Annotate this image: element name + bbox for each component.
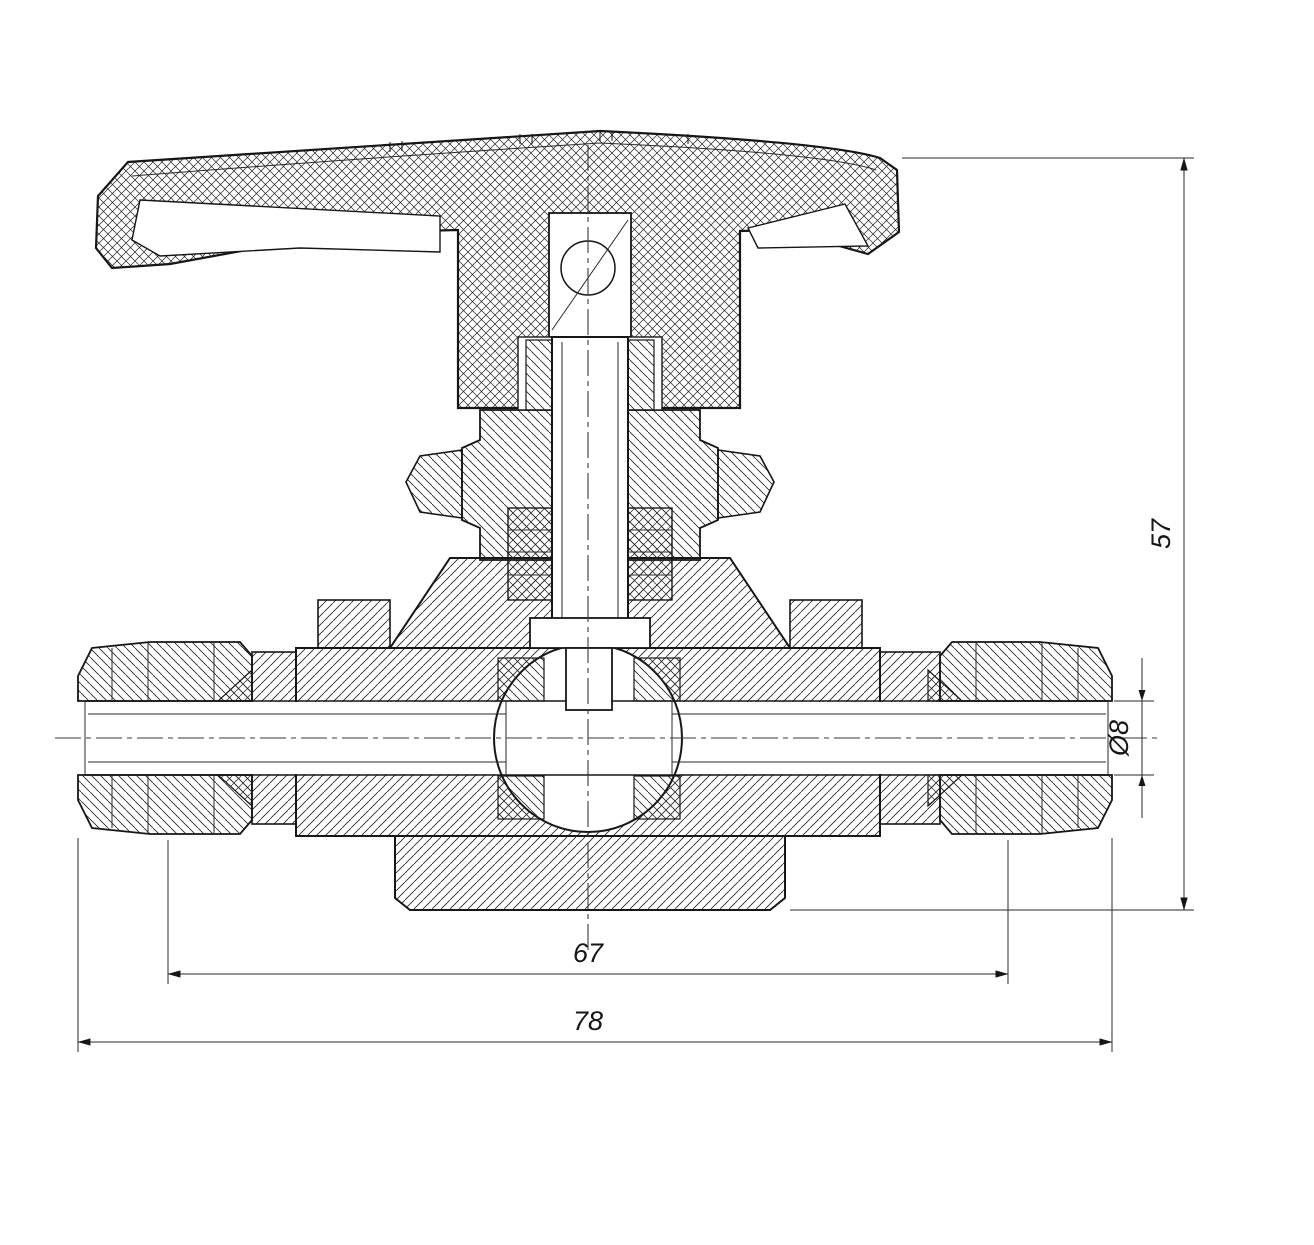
left-nut-facets <box>111 642 215 834</box>
handle-window-diagonal <box>551 219 629 331</box>
body-bottom-flange <box>394 835 786 911</box>
stem-collar <box>529 617 651 649</box>
tube-lines <box>84 700 1109 776</box>
seat-right-lower <box>633 775 681 820</box>
left-nut-lower <box>77 774 253 835</box>
dim-fitting-span: 67 <box>167 840 1009 984</box>
centerlines <box>55 145 1160 955</box>
dimensions: 57 Ø8 67 78 <box>77 157 1194 1052</box>
handle-pocket-left <box>131 199 441 257</box>
handle-pocket-right <box>746 203 870 249</box>
handle-top-inner-line <box>131 142 877 177</box>
handle-body <box>94 129 901 410</box>
bonnet-wing-right <box>717 449 775 519</box>
ball-seats <box>497 657 681 820</box>
packing-left <box>507 507 553 601</box>
bonnet-top-left <box>525 339 553 411</box>
packing-right <box>627 507 673 601</box>
packing-division-lines <box>508 529 672 576</box>
seat-left-lower <box>497 775 545 820</box>
stem-inner-lines <box>561 342 619 638</box>
seat-left-upper <box>497 657 545 702</box>
dim-label-67: 67 <box>573 938 604 968</box>
right-nut-upper <box>939 641 1113 702</box>
handle <box>94 129 901 411</box>
dia8-arrow-bottom <box>1138 775 1146 786</box>
dim-label-dia8: Ø8 <box>1104 720 1134 757</box>
tube-inner-walls <box>88 713 1106 763</box>
dim-label-57: 57 <box>1146 518 1176 549</box>
bonnet-top-right <box>627 339 655 411</box>
seat-right-upper <box>633 657 681 702</box>
body-step-left <box>317 599 391 649</box>
handle-top-ticks <box>389 131 689 152</box>
right-nut-facets <box>975 642 1079 834</box>
body-step-right <box>789 599 863 649</box>
stem-shaft <box>551 336 629 643</box>
dia8-arrow-top <box>1138 690 1146 701</box>
dim-tube-diameter: Ø8 <box>1104 658 1154 818</box>
dim-overall-height: 57 <box>790 157 1194 911</box>
left-nut-upper <box>77 641 253 702</box>
stem-tip <box>565 647 613 711</box>
right-nut-lower <box>939 774 1113 835</box>
stem-assembly <box>529 336 651 711</box>
left-compression-fitting <box>77 641 297 835</box>
dim-label-78: 78 <box>573 1006 603 1036</box>
dim-overall-length: 78 <box>77 838 1113 1052</box>
packing-rings <box>507 507 673 601</box>
bonnet-wing-left <box>405 449 463 519</box>
